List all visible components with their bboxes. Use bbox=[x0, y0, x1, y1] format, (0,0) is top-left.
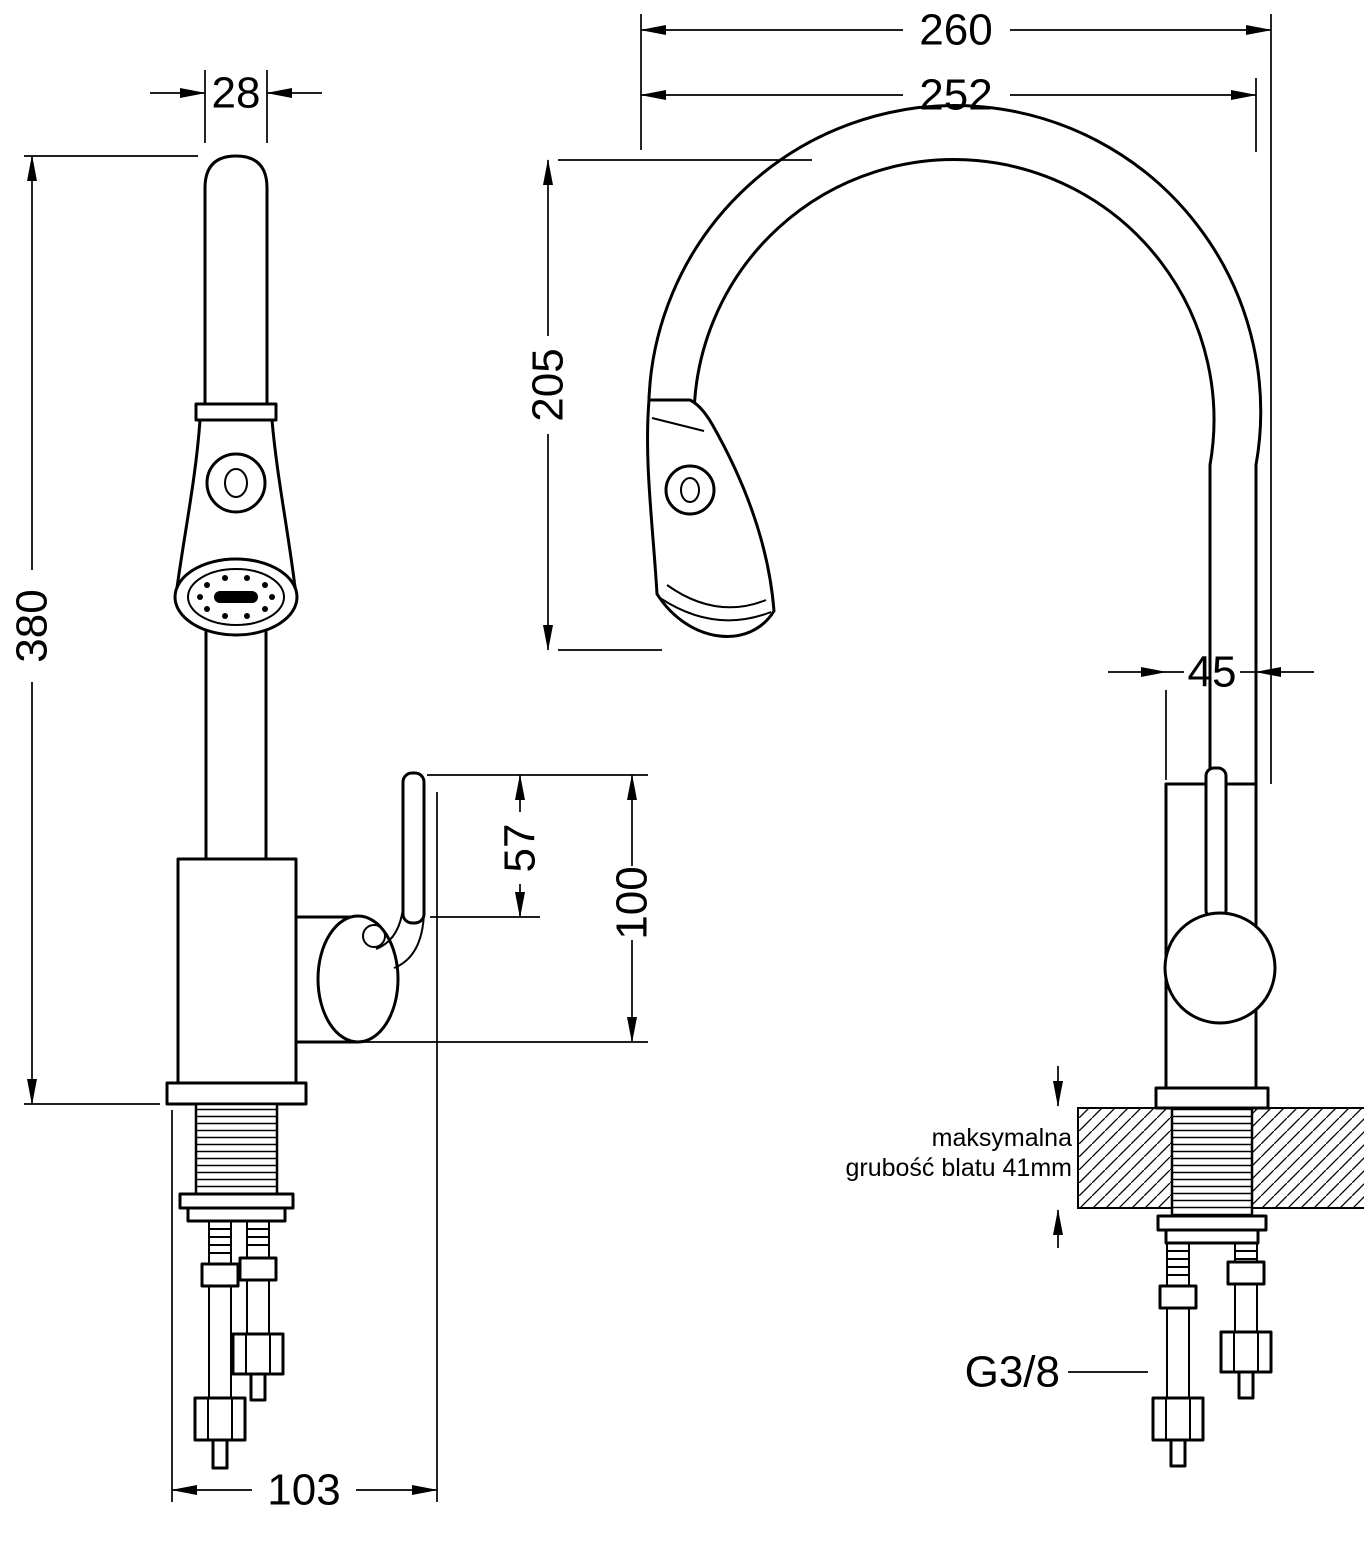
dim-label-handle-height: 100 bbox=[608, 866, 657, 939]
hose-tail bbox=[249, 1372, 267, 1402]
side-base-flange bbox=[1154, 1086, 1270, 1110]
front-supply-hose-left bbox=[193, 1221, 247, 1470]
dim-handle-upper-57: 57 bbox=[427, 774, 648, 918]
countertop-note-line2: grubość blatu 41mm bbox=[845, 1154, 1072, 1182]
handle-joint-cap bbox=[316, 914, 400, 1044]
spray-mode-button-inner bbox=[680, 477, 700, 503]
front-mounting-plate bbox=[178, 1192, 295, 1223]
front-mounting-thread bbox=[194, 1102, 279, 1196]
hose-nut bbox=[231, 1332, 285, 1376]
side-spray-head-body bbox=[646, 398, 776, 638]
aerator-nozzles bbox=[197, 575, 275, 619]
side-supply-hose-right bbox=[1219, 1243, 1273, 1400]
handle-set-screw bbox=[362, 924, 386, 948]
side-view bbox=[646, 104, 1364, 1468]
hose-tail bbox=[1237, 1370, 1255, 1400]
dim-label-spout-reach: 252 bbox=[919, 71, 992, 120]
hose-union bbox=[1158, 1284, 1198, 1310]
dim-base-depth-103: 103 bbox=[171, 792, 438, 1515]
aerator-ring bbox=[187, 568, 285, 626]
spray-mode-button bbox=[664, 464, 716, 516]
dim-label-spout-height: 205 bbox=[524, 348, 573, 421]
dim-label-handle-upper: 57 bbox=[496, 824, 545, 873]
front-view bbox=[165, 154, 426, 1470]
dim-label-overall-reach: 260 bbox=[919, 6, 992, 55]
front-body bbox=[176, 857, 298, 1085]
countertop-thickness-note: maksymalna grubość blatu 41mm bbox=[845, 1066, 1072, 1248]
spray-head-collar bbox=[194, 402, 278, 422]
dim-label-spout-width: 28 bbox=[212, 69, 261, 118]
side-supply-hose-left bbox=[1151, 1243, 1205, 1468]
dim-spout-reach-252: 252 bbox=[640, 71, 1257, 152]
countertop-note-line1: maksymalna bbox=[932, 1124, 1072, 1152]
side-spout-tube bbox=[647, 104, 1263, 788]
hose-union bbox=[1226, 1260, 1266, 1286]
dim-spout-height-205: 205 bbox=[524, 159, 812, 651]
dim-spout-width-28: 28 bbox=[150, 69, 322, 143]
side-mounting-thread bbox=[1170, 1106, 1254, 1218]
hose-nut bbox=[193, 1396, 247, 1442]
dim-body-width-45: 45 bbox=[1108, 648, 1314, 780]
side-mounting-plate bbox=[1156, 1214, 1268, 1245]
front-base-flange bbox=[165, 1081, 308, 1106]
dim-label-body-width: 45 bbox=[1188, 648, 1237, 697]
hose-tail bbox=[211, 1438, 229, 1470]
front-riser-pipe bbox=[204, 610, 268, 861]
thread-callout-g38: G3/8 bbox=[965, 1348, 1148, 1397]
side-spray-head bbox=[646, 398, 776, 638]
dim-total-height-380: 380 bbox=[8, 155, 198, 1105]
hose-nut bbox=[1151, 1396, 1205, 1442]
hose-union bbox=[200, 1262, 240, 1288]
front-spray-head bbox=[173, 402, 299, 637]
dim-label-total-height: 380 bbox=[8, 589, 57, 662]
dim-handle-height-100: 100 bbox=[362, 774, 657, 1043]
front-handle bbox=[296, 771, 426, 1044]
dim-overall-reach-260: 260 bbox=[640, 6, 1272, 784]
hose-nut bbox=[1219, 1330, 1273, 1374]
hose-tail bbox=[1169, 1438, 1187, 1468]
thread-size-label: G3/8 bbox=[965, 1348, 1060, 1397]
front-spout-pipe bbox=[203, 154, 269, 420]
aerator-slot bbox=[214, 591, 258, 603]
side-handle-lever bbox=[1204, 766, 1228, 920]
front-supply-hose-right bbox=[231, 1221, 285, 1402]
hose-union bbox=[238, 1256, 278, 1282]
side-handle-joint bbox=[1163, 911, 1277, 1025]
spray-mode-button bbox=[205, 452, 267, 514]
dim-label-base-depth: 103 bbox=[267, 1466, 340, 1515]
spray-mode-button-inner bbox=[224, 468, 248, 498]
handle-lever bbox=[401, 771, 426, 925]
